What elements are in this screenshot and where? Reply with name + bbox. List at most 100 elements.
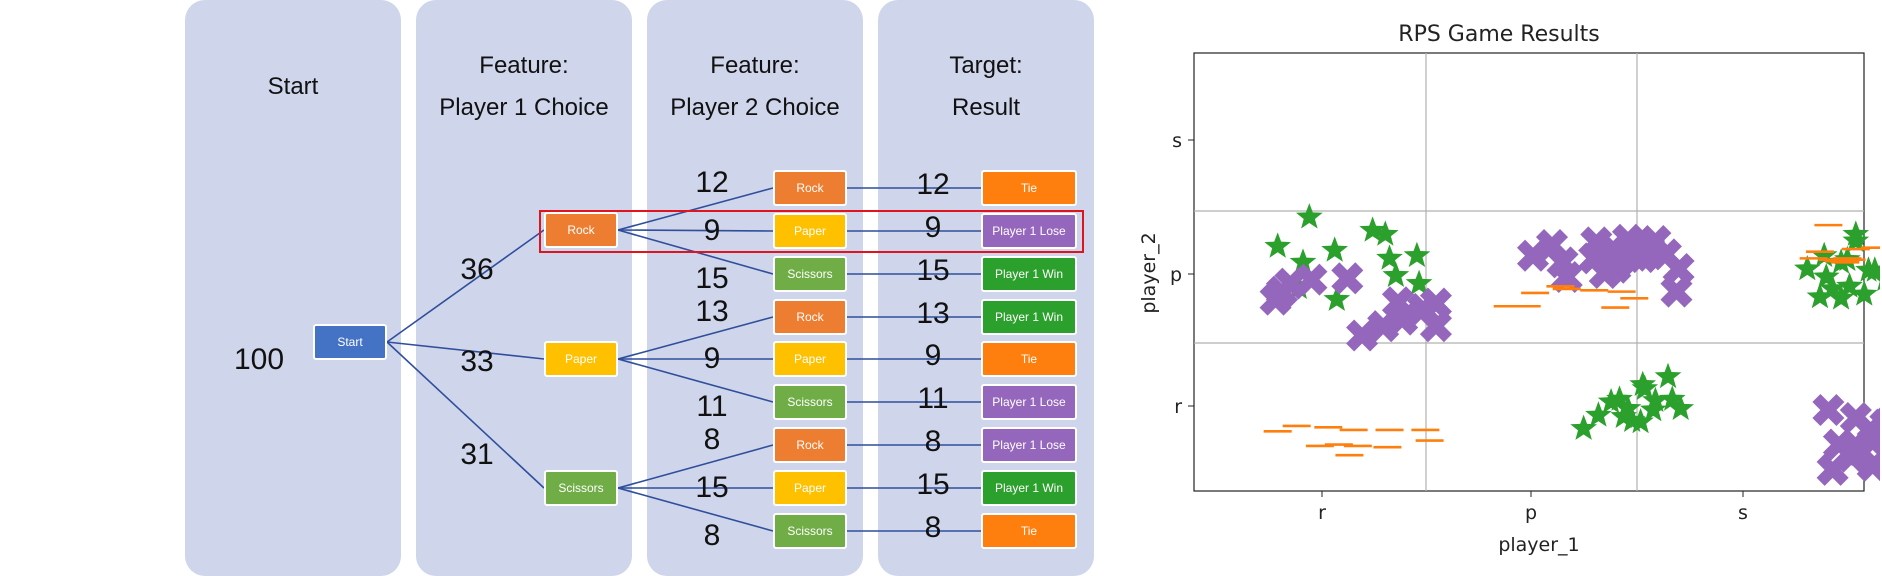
- star-marker: [1614, 394, 1642, 420]
- column-background: [185, 0, 401, 576]
- connector-line: [617, 316, 774, 360]
- result-count: 12: [916, 168, 950, 201]
- x-marker: [1660, 275, 1693, 308]
- x-marker: [1516, 239, 1550, 272]
- star-marker: [1872, 274, 1880, 291]
- star-marker: [1597, 388, 1625, 414]
- result-node: Player 1 Win: [981, 256, 1077, 292]
- star-marker: [1658, 385, 1686, 411]
- column-title: Feature:: [479, 52, 569, 79]
- connector-line: [617, 487, 774, 532]
- x-marker: [1386, 303, 1419, 336]
- star-marker: [1654, 362, 1682, 389]
- root-count: 100: [233, 343, 285, 376]
- player1-node-paper: Paper: [544, 341, 618, 377]
- result-count: 11: [917, 382, 949, 415]
- result-node: Player 1 Win: [981, 299, 1077, 335]
- star-marker: [1806, 282, 1834, 309]
- result-node: Player 1 Lose: [981, 213, 1077, 249]
- x-marker: [1588, 256, 1621, 290]
- x-marker: [1367, 310, 1400, 343]
- y-tick-label: p: [1170, 264, 1182, 286]
- star-marker: [1321, 236, 1348, 262]
- result-count: 9: [924, 339, 942, 372]
- connector-line: [617, 187, 774, 231]
- star-marker: [1642, 386, 1669, 412]
- result-count: 8: [924, 511, 942, 544]
- x-marker: [1259, 283, 1292, 316]
- player1-node-scissors: Scissors: [544, 470, 618, 506]
- star-marker: [1405, 269, 1433, 295]
- player2-node-scissors: Scissors: [773, 513, 847, 549]
- star-marker: [1827, 284, 1855, 310]
- star-marker: [1382, 261, 1410, 287]
- highlight-box: [539, 210, 1084, 253]
- star-marker: [1610, 402, 1637, 428]
- star-marker: [1618, 406, 1646, 432]
- star-marker: [1403, 241, 1431, 267]
- player1-count: 33: [460, 345, 494, 378]
- star-marker: [1813, 263, 1840, 289]
- connector-line: [386, 229, 545, 343]
- x-marker: [1580, 226, 1613, 259]
- player2-count: 8: [703, 423, 721, 456]
- result-count: 9: [924, 211, 942, 244]
- star-marker: [1289, 248, 1317, 274]
- result-node: Tie: [981, 170, 1077, 206]
- x-marker: [1662, 252, 1695, 286]
- result-count: 15: [916, 254, 950, 287]
- player2-node-rock: Rock: [773, 299, 847, 335]
- result-node: Tie: [981, 513, 1077, 549]
- x-axis-label: player_1: [1498, 534, 1579, 556]
- x-tick-label: s: [1738, 502, 1748, 524]
- star-marker: [1851, 280, 1878, 306]
- result-node: Player 1 Lose: [981, 427, 1077, 463]
- star-marker: [1585, 401, 1612, 427]
- star-marker: [1855, 256, 1880, 282]
- column-title: Feature:: [710, 52, 800, 79]
- x-marker: [1626, 241, 1659, 274]
- star-marker: [1359, 216, 1386, 242]
- chart-title: RPS Game Results: [1398, 22, 1599, 47]
- player2-count: 8: [703, 519, 721, 552]
- star-marker: [1836, 272, 1863, 298]
- player2-count: 11: [696, 390, 728, 423]
- tree-connectors: [386, 187, 981, 532]
- result-node: Player 1 Lose: [981, 384, 1077, 420]
- x-tick-label: p: [1525, 502, 1537, 524]
- star-marker: [1631, 374, 1659, 400]
- y-tick-label: s: [1172, 130, 1182, 152]
- star-marker: [1296, 203, 1323, 229]
- connector-line: [386, 341, 545, 489]
- player2-node-scissors: Scissors: [773, 384, 847, 420]
- star-marker: [1842, 227, 1870, 253]
- result-count: 15: [916, 468, 950, 501]
- player2-node-paper: Paper: [773, 213, 847, 249]
- result-node: Tie: [981, 341, 1077, 377]
- y-tick-label: r: [1174, 396, 1182, 418]
- player1-count: 36: [460, 253, 494, 286]
- player2-node-rock: Rock: [773, 427, 847, 463]
- star-marker: [1667, 394, 1694, 420]
- connector-line: [617, 358, 774, 403]
- result-count: 8: [924, 425, 942, 458]
- star-marker: [1627, 408, 1654, 434]
- x-marker: [1835, 440, 1868, 473]
- player2-node-paper: Paper: [773, 341, 847, 377]
- star-marker: [1376, 244, 1403, 270]
- player2-count: 9: [703, 214, 721, 247]
- column-title: Start: [267, 73, 319, 100]
- star-marker: [1794, 255, 1821, 281]
- x-marker: [1812, 393, 1845, 427]
- player1-node-rock: Rock: [544, 212, 618, 248]
- x-marker: [1550, 260, 1583, 294]
- column-title: Result: [951, 94, 1021, 121]
- player2-count: 15: [695, 262, 729, 295]
- connector-line: [386, 341, 545, 360]
- player2-node-scissors: Scissors: [773, 256, 847, 292]
- star-marker: [1640, 396, 1667, 422]
- star-marker: [1570, 414, 1597, 440]
- column-title: Target:: [949, 52, 1023, 79]
- root-node: Start: [313, 324, 387, 360]
